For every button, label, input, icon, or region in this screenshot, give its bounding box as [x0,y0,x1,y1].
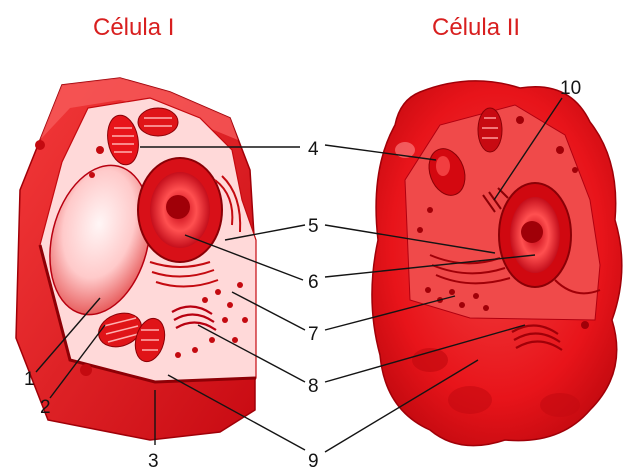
label-7: 7 [308,324,319,345]
label-8: 8 [308,376,319,397]
animal-nucleus [499,183,571,287]
label-3: 3 [148,451,159,472]
label-4: 4 [308,139,319,160]
label-2: 2 [40,397,51,418]
label-6: 6 [308,272,319,293]
label-1: 1 [24,369,35,390]
label-9: 9 [308,451,319,472]
plant-nucleus [138,158,222,262]
cell-2-title: Célula II [432,14,520,41]
animal-cell [372,81,622,446]
label-10: 10 [560,78,581,99]
plant-cell [16,78,256,440]
label-5: 5 [308,216,319,237]
cell-1-title: Célula I [93,14,174,41]
